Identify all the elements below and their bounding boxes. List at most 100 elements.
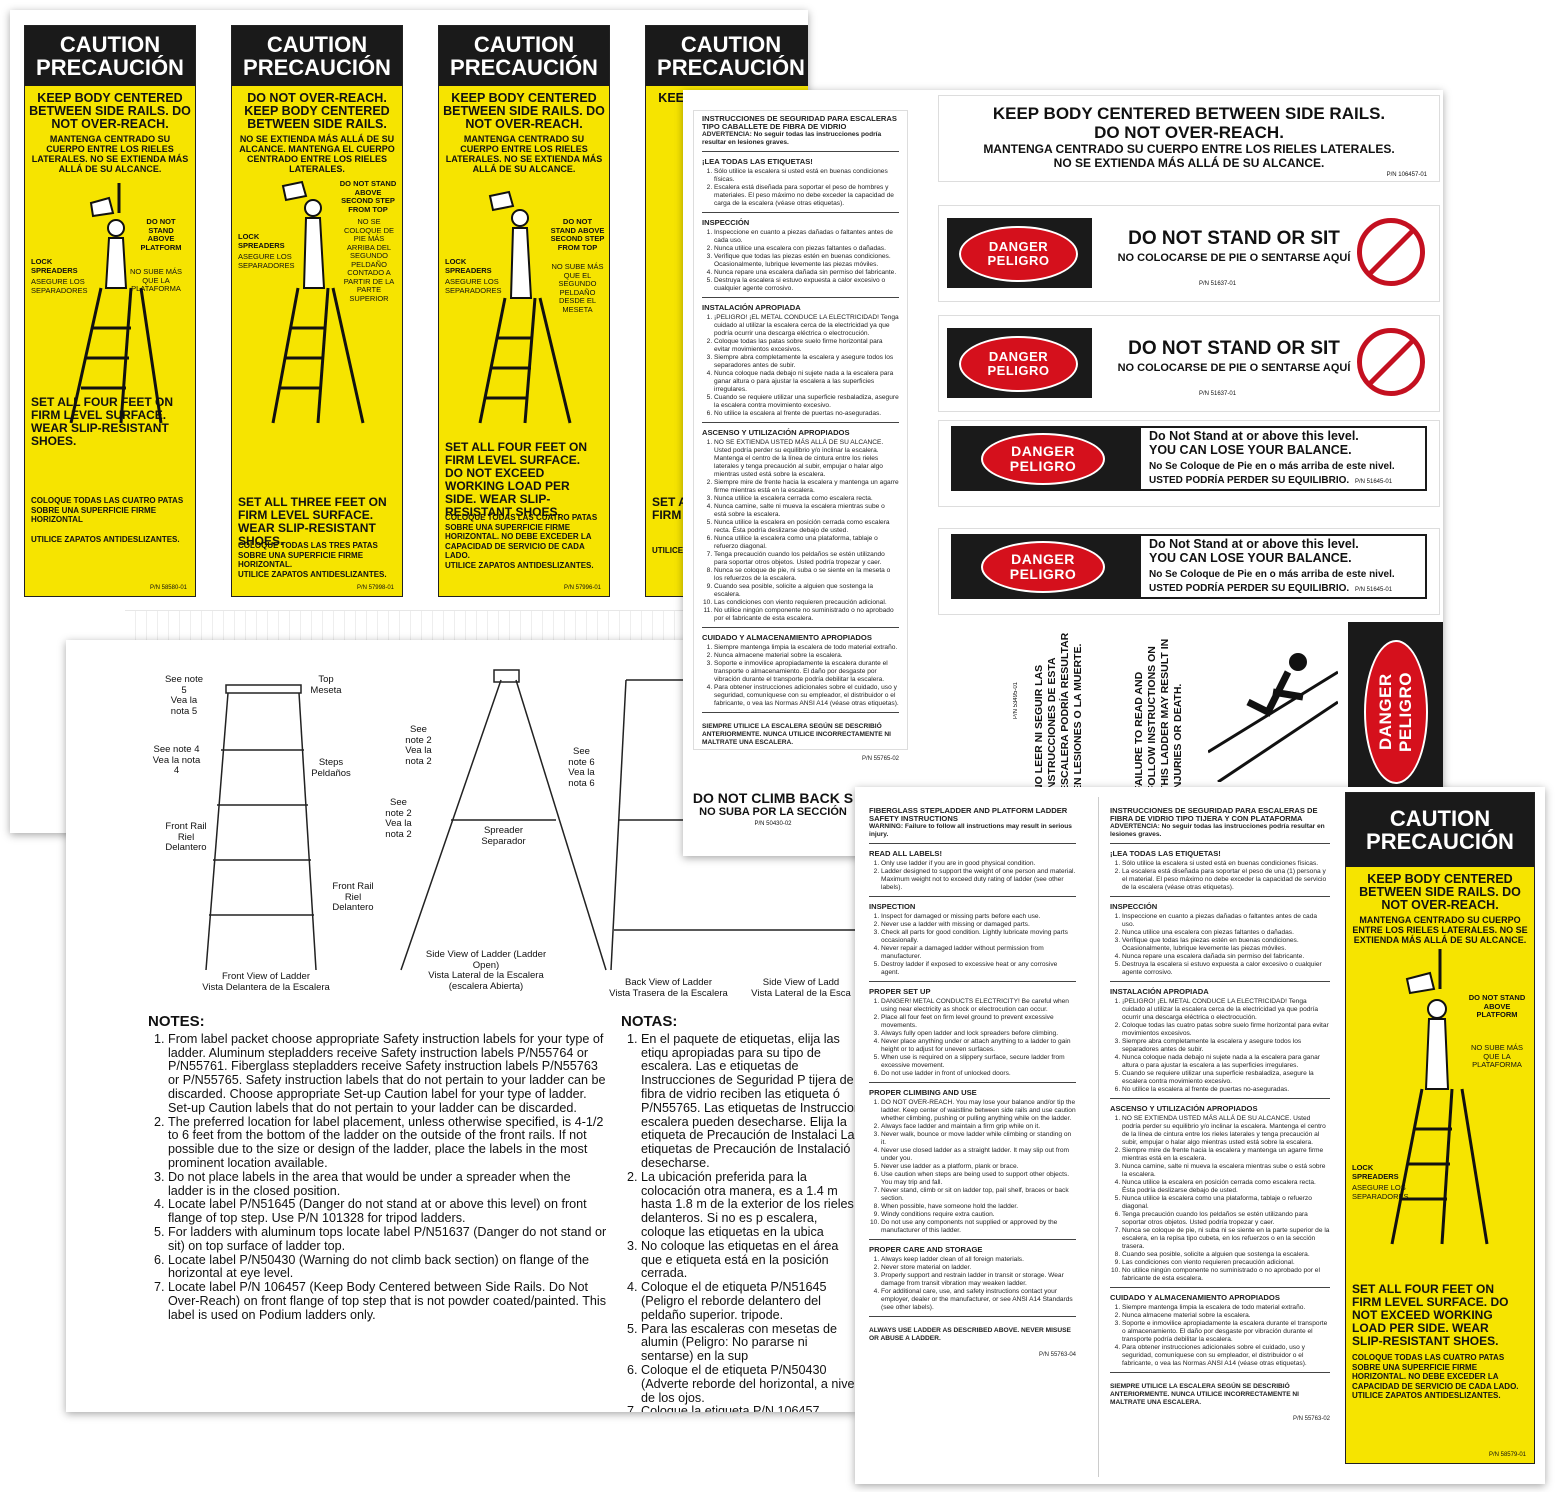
card-list: Inspeccione en cuanto a piezas dañadas o… [1110, 913, 1330, 977]
caution-spanish: MANTENGA CENTRADO SU CUERPO ENTRE LOS RI… [1352, 915, 1528, 945]
caution-english: DO NOT OVER-REACH. KEEP BODY CENTERED BE… [244, 91, 390, 131]
card-item: Soporte e inmovilice apropiadamente la e… [1122, 1320, 1330, 1344]
ladder-person-icon [478, 190, 572, 424]
card-item: Nunca utilice la escalera como una plata… [714, 535, 899, 551]
rotated-pn: P/N 53495-01 [1013, 682, 1019, 720]
card-item: Ladder designed to support the weight of… [881, 868, 1076, 892]
card-item: Windy conditions require extra caution. [881, 1211, 1076, 1219]
card-item: Always keep ladder clean of all foreign … [881, 1256, 1076, 1264]
card-item: Siempre mire de frente hacia la escalera… [714, 479, 899, 495]
card-list: ¡PELIGRO! ¡EL METAL CONDUCE LA ELECTRICI… [1110, 998, 1330, 1094]
note-item: Do not place labels in the area that wou… [168, 1170, 608, 1199]
danger-level-text: Do Not Stand at or above this level.YOU … [1149, 429, 1395, 486]
card-item: Tenga precaución cuando los peldaños se … [714, 551, 899, 567]
card-list: Sólo utilice la escalera si usted está e… [1110, 860, 1330, 892]
spanish-instructions-card: INSTRUCCIONES DE SEGURIDAD PARA ESCALERA… [693, 110, 908, 762]
card-item: Nunca camine, salte ni mueva la escalera… [714, 503, 899, 519]
ladder-person-icon [69, 183, 163, 424]
card-section-title: ASCENSO Y UTILIZACIÓN APROPIADOS [702, 428, 850, 437]
fig-label-b-es: ASEGURE LOS SEPARADORES [238, 252, 295, 270]
card-title: FIBERGLASS STEPLADDER AND PLATFORM LADDE… [869, 806, 1068, 823]
card-section-title: ¡LEA TODAS LAS ETIQUETAS! [702, 157, 813, 166]
english-instructions-card: FIBERGLASS STEPLADDER AND PLATFORM LADDE… [865, 807, 1080, 1472]
card-item: Nunca almacene material sobre la escaler… [714, 652, 899, 660]
part-number: P/N 58580-01 [149, 585, 187, 591]
card-item: Las condiciones con viento requieren pre… [714, 599, 899, 607]
keep-body-label: KEEP BODY CENTERED BETWEEN SIDE RAILS. D… [938, 95, 1440, 182]
card-item: Siempre abra completamente la escalera y… [1122, 1038, 1330, 1054]
card-item: Never use ladder as a platform, plank or… [881, 1163, 1076, 1171]
no-sitting-icon [1357, 218, 1425, 286]
card-section-title: READ ALL LABELS! [869, 849, 942, 858]
danger-text-box [1139, 534, 1427, 599]
fig-label-b: LOCK SPREADERS [31, 257, 78, 275]
card-list: Sólo utilice la escalera si usted está e… [702, 168, 899, 208]
card-list: Inspect for damaged or missing parts bef… [869, 913, 1076, 977]
card-section-title: ASCENSO Y UTILIZACIÓN APROPIADOS [1110, 1104, 1258, 1113]
card-item: Cuando sea posible, solicite a alguien q… [1122, 1251, 1330, 1259]
note-item: En el paquete de etiquetas, elija las et… [641, 1032, 856, 1171]
note-item: La ubicación preferida para la colocació… [641, 1170, 856, 1240]
caution-english: KEEP BODY CENTERED BETWEEN SIDE RAILS. D… [1359, 872, 1521, 912]
danger-level-text: Do Not Stand at or above this level.YOU … [1149, 537, 1395, 594]
card-list: Siempre mantenga limpia la escalera de t… [702, 644, 899, 708]
caution-bottom-es: COLOQUE TODAS LAS TRES PATAS SOBRE UNA S… [238, 541, 387, 579]
card-item: No utilice ningún componente no suminist… [1122, 1267, 1330, 1283]
card-item: Sólo utilice la escalera si usted está e… [1122, 860, 1330, 868]
card-item: Verifique que todas las piezas estén en … [1122, 937, 1330, 953]
card-item: Cuando se requiere utilizar una superfic… [1122, 1070, 1330, 1086]
fig-label-a: DO NOT STAND ABOVE PLATFORM [1468, 993, 1526, 1019]
caution-spanish: MANTENGA CENTRADO SU CUERPO ENTRE LOS RI… [31, 134, 189, 174]
card-item: Never use a ladder with missing or damag… [881, 921, 1076, 929]
danger-pn: P/N 51645-01 [1355, 479, 1393, 485]
card-item: When use is required on a slippery surfa… [881, 1054, 1076, 1070]
card-item: Cuando sea posible, solicite a alguien q… [714, 583, 899, 599]
card-item: Nunca utilice una escalera con piezas fa… [1122, 929, 1330, 937]
card-section-title: INSPECCIÓN [1110, 902, 1158, 911]
note-item: For ladders with aluminum tops locate la… [168, 1225, 608, 1254]
card-section-title: INSTALACIÓN APROPIADA [1110, 987, 1209, 996]
fig-label-b: LOCK SPREADERS [1352, 1163, 1399, 1181]
card-item: Always fully open ladder and lock spread… [881, 1030, 1076, 1038]
part-number: P/N 57998-01 [356, 585, 394, 591]
caution-bottom: SET ALL THREE FEET ON FIRM LEVEL SURFACE… [238, 495, 387, 548]
card-item: Nunca utilice la escalera cerrada como e… [714, 495, 899, 503]
side-view-caption: Side View of Ladder (Ladder Open)Vista L… [425, 949, 547, 992]
card-item: Place all four feet on firm level ground… [881, 1014, 1076, 1030]
card-item: Tenga precaución cuando los peldaños se … [1122, 1211, 1330, 1227]
ladder-figure: DO NOT STAND ABOVE SECOND STEP FROM TOP … [238, 178, 396, 428]
card-item: Nunca camine, salte ni mueva la escalera… [1122, 1163, 1330, 1179]
danger-subtitle: NO COLOCARSE DE PIE O SENTARSE AQUÍ [1117, 362, 1351, 374]
back-section-label: DO NOT CLIMB BACK S NO SUBA POR LA SECCI… [692, 790, 854, 827]
part-number: P/N 58579-01 [1488, 1452, 1526, 1458]
fall-icon [1208, 653, 1338, 782]
card-item: Always face ladder and maintain a firm g… [881, 1123, 1076, 1131]
card-footer: SIEMPRE UTILICE LA ESCALERA SEGÚN SE DES… [702, 723, 892, 746]
card-item: No utilice la escalera al frente de puer… [714, 410, 899, 418]
card-item: DANGER! METAL CONDUCTS ELECTRICITY! Be c… [881, 998, 1076, 1014]
ladder-figure: DO NOT STAND ABOVE PLATFORM NO SUBE MÁS … [31, 178, 189, 428]
note-item: Locate label P/N50430 (Warning do not cl… [168, 1253, 608, 1282]
card-pn: P/N 55763-02 [1292, 1416, 1330, 1422]
ladder-figure: DO NOT STAND ABOVE PLATFORM NO SUBE MÁS … [1352, 949, 1528, 1249]
card-item: Inspect for damaged or missing parts bef… [881, 913, 1076, 921]
card-item: Never stand, climb or sit on ladder top,… [881, 1187, 1076, 1203]
card-item: Destroy ladder if exposed to excessive h… [881, 961, 1076, 977]
card-item: Siempre mantenga limpia la escalera de t… [1122, 1304, 1330, 1312]
note-item: Para las escaleras con mesetas de alumin… [641, 1322, 856, 1364]
fig-label-b-es: ASEGURE LOS SEPARADORES [445, 277, 502, 295]
card-item: Never repair a damaged ladder without pe… [881, 945, 1076, 961]
caution-english: KEEP BODY CENTERED BETWEEN SIDE RAILS. D… [29, 91, 191, 131]
